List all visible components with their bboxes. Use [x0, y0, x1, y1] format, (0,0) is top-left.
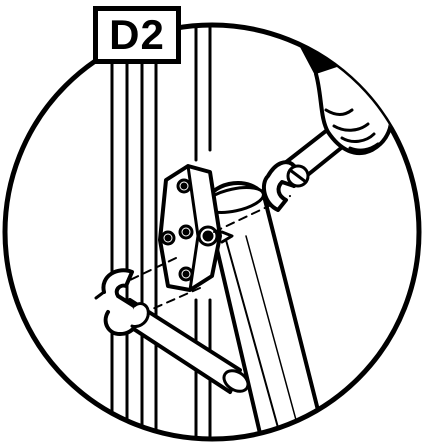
step-label: D2	[93, 6, 181, 64]
